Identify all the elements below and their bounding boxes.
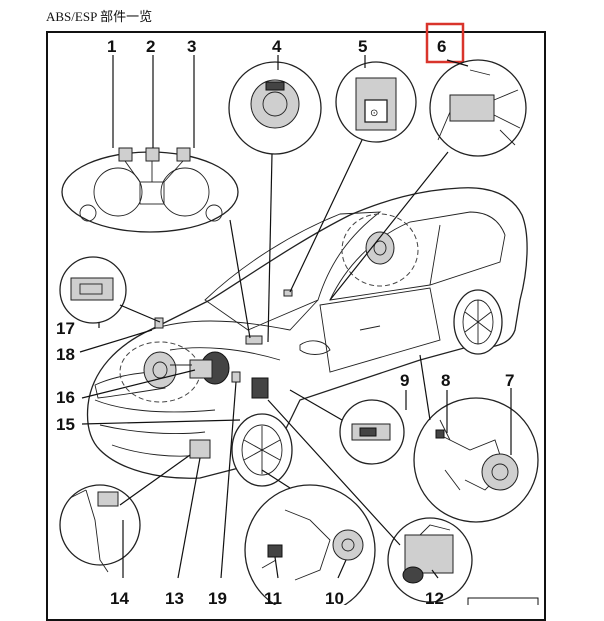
callout-17: 17 bbox=[56, 319, 75, 338]
sensor-18-on-car bbox=[154, 317, 164, 329]
callout-11: 11 bbox=[264, 589, 282, 605]
brake-pedal-inset bbox=[59, 484, 141, 573]
brake-booster bbox=[170, 351, 230, 385]
callout-19: 19 bbox=[208, 589, 227, 605]
callout-13: 13 bbox=[165, 589, 184, 605]
callout-5: 5 bbox=[358, 37, 367, 56]
rear-wheel bbox=[453, 289, 503, 355]
pedal-unit-on-car bbox=[189, 439, 211, 459]
callout-4: 4 bbox=[272, 37, 282, 56]
callout-2: 2 bbox=[146, 37, 155, 56]
esp-switch-inset: ⊙ bbox=[335, 61, 417, 143]
callout-8: 8 bbox=[441, 371, 450, 390]
callout-7: 7 bbox=[505, 371, 514, 390]
front-left-brake-disc bbox=[143, 351, 177, 389]
callout-12: 12 bbox=[425, 589, 444, 605]
callout-6: 6 bbox=[437, 37, 446, 56]
abs-unit-in-car bbox=[251, 377, 269, 399]
rear-hub-inset bbox=[413, 397, 539, 523]
sensor-5-on-car bbox=[283, 289, 293, 297]
sensor-9-inset bbox=[339, 399, 405, 465]
front-wheel bbox=[231, 413, 293, 487]
steering-angle-sensor-inset bbox=[228, 61, 322, 155]
callout-18: 18 bbox=[56, 345, 75, 364]
callout-9: 9 bbox=[400, 371, 409, 390]
warning-lamp-2-icon bbox=[145, 147, 160, 162]
instrument-cluster-inset bbox=[61, 147, 239, 233]
leader-lines bbox=[79, 55, 512, 579]
callout-10: 10 bbox=[325, 589, 344, 605]
abs-esp-component-diagram: ⊙ bbox=[56, 22, 539, 605]
abs-control-unit-inset bbox=[387, 517, 473, 603]
page-corner-box bbox=[467, 597, 539, 605]
callout-3: 3 bbox=[187, 37, 196, 56]
rear-brake-disc bbox=[365, 231, 395, 265]
car-body bbox=[86, 187, 528, 479]
front-hub-inset bbox=[244, 484, 376, 605]
callout-6-highlight-box bbox=[425, 22, 465, 64]
warning-lamp-1-icon bbox=[118, 147, 133, 162]
yaw-rate-sensor-inset bbox=[429, 59, 527, 157]
callout-numbers: 1 2 3 4 5 6 7 8 9 15 16 17 18 13 19 11 1… bbox=[56, 37, 514, 605]
callout-14: 14 bbox=[110, 589, 129, 605]
callout-15: 15 bbox=[56, 415, 75, 434]
callout-16: 16 bbox=[56, 388, 75, 407]
callout-1: 1 bbox=[107, 37, 116, 56]
esp-switch-symbol-icon: ⊙ bbox=[370, 108, 378, 119]
page-title: ABS/ESP 部件一览 bbox=[46, 9, 153, 24]
sensor-19-on-car bbox=[231, 371, 241, 383]
cluster-on-car bbox=[245, 335, 263, 345]
warning-lamp-3-icon bbox=[176, 147, 191, 162]
button-inset bbox=[59, 256, 127, 324]
